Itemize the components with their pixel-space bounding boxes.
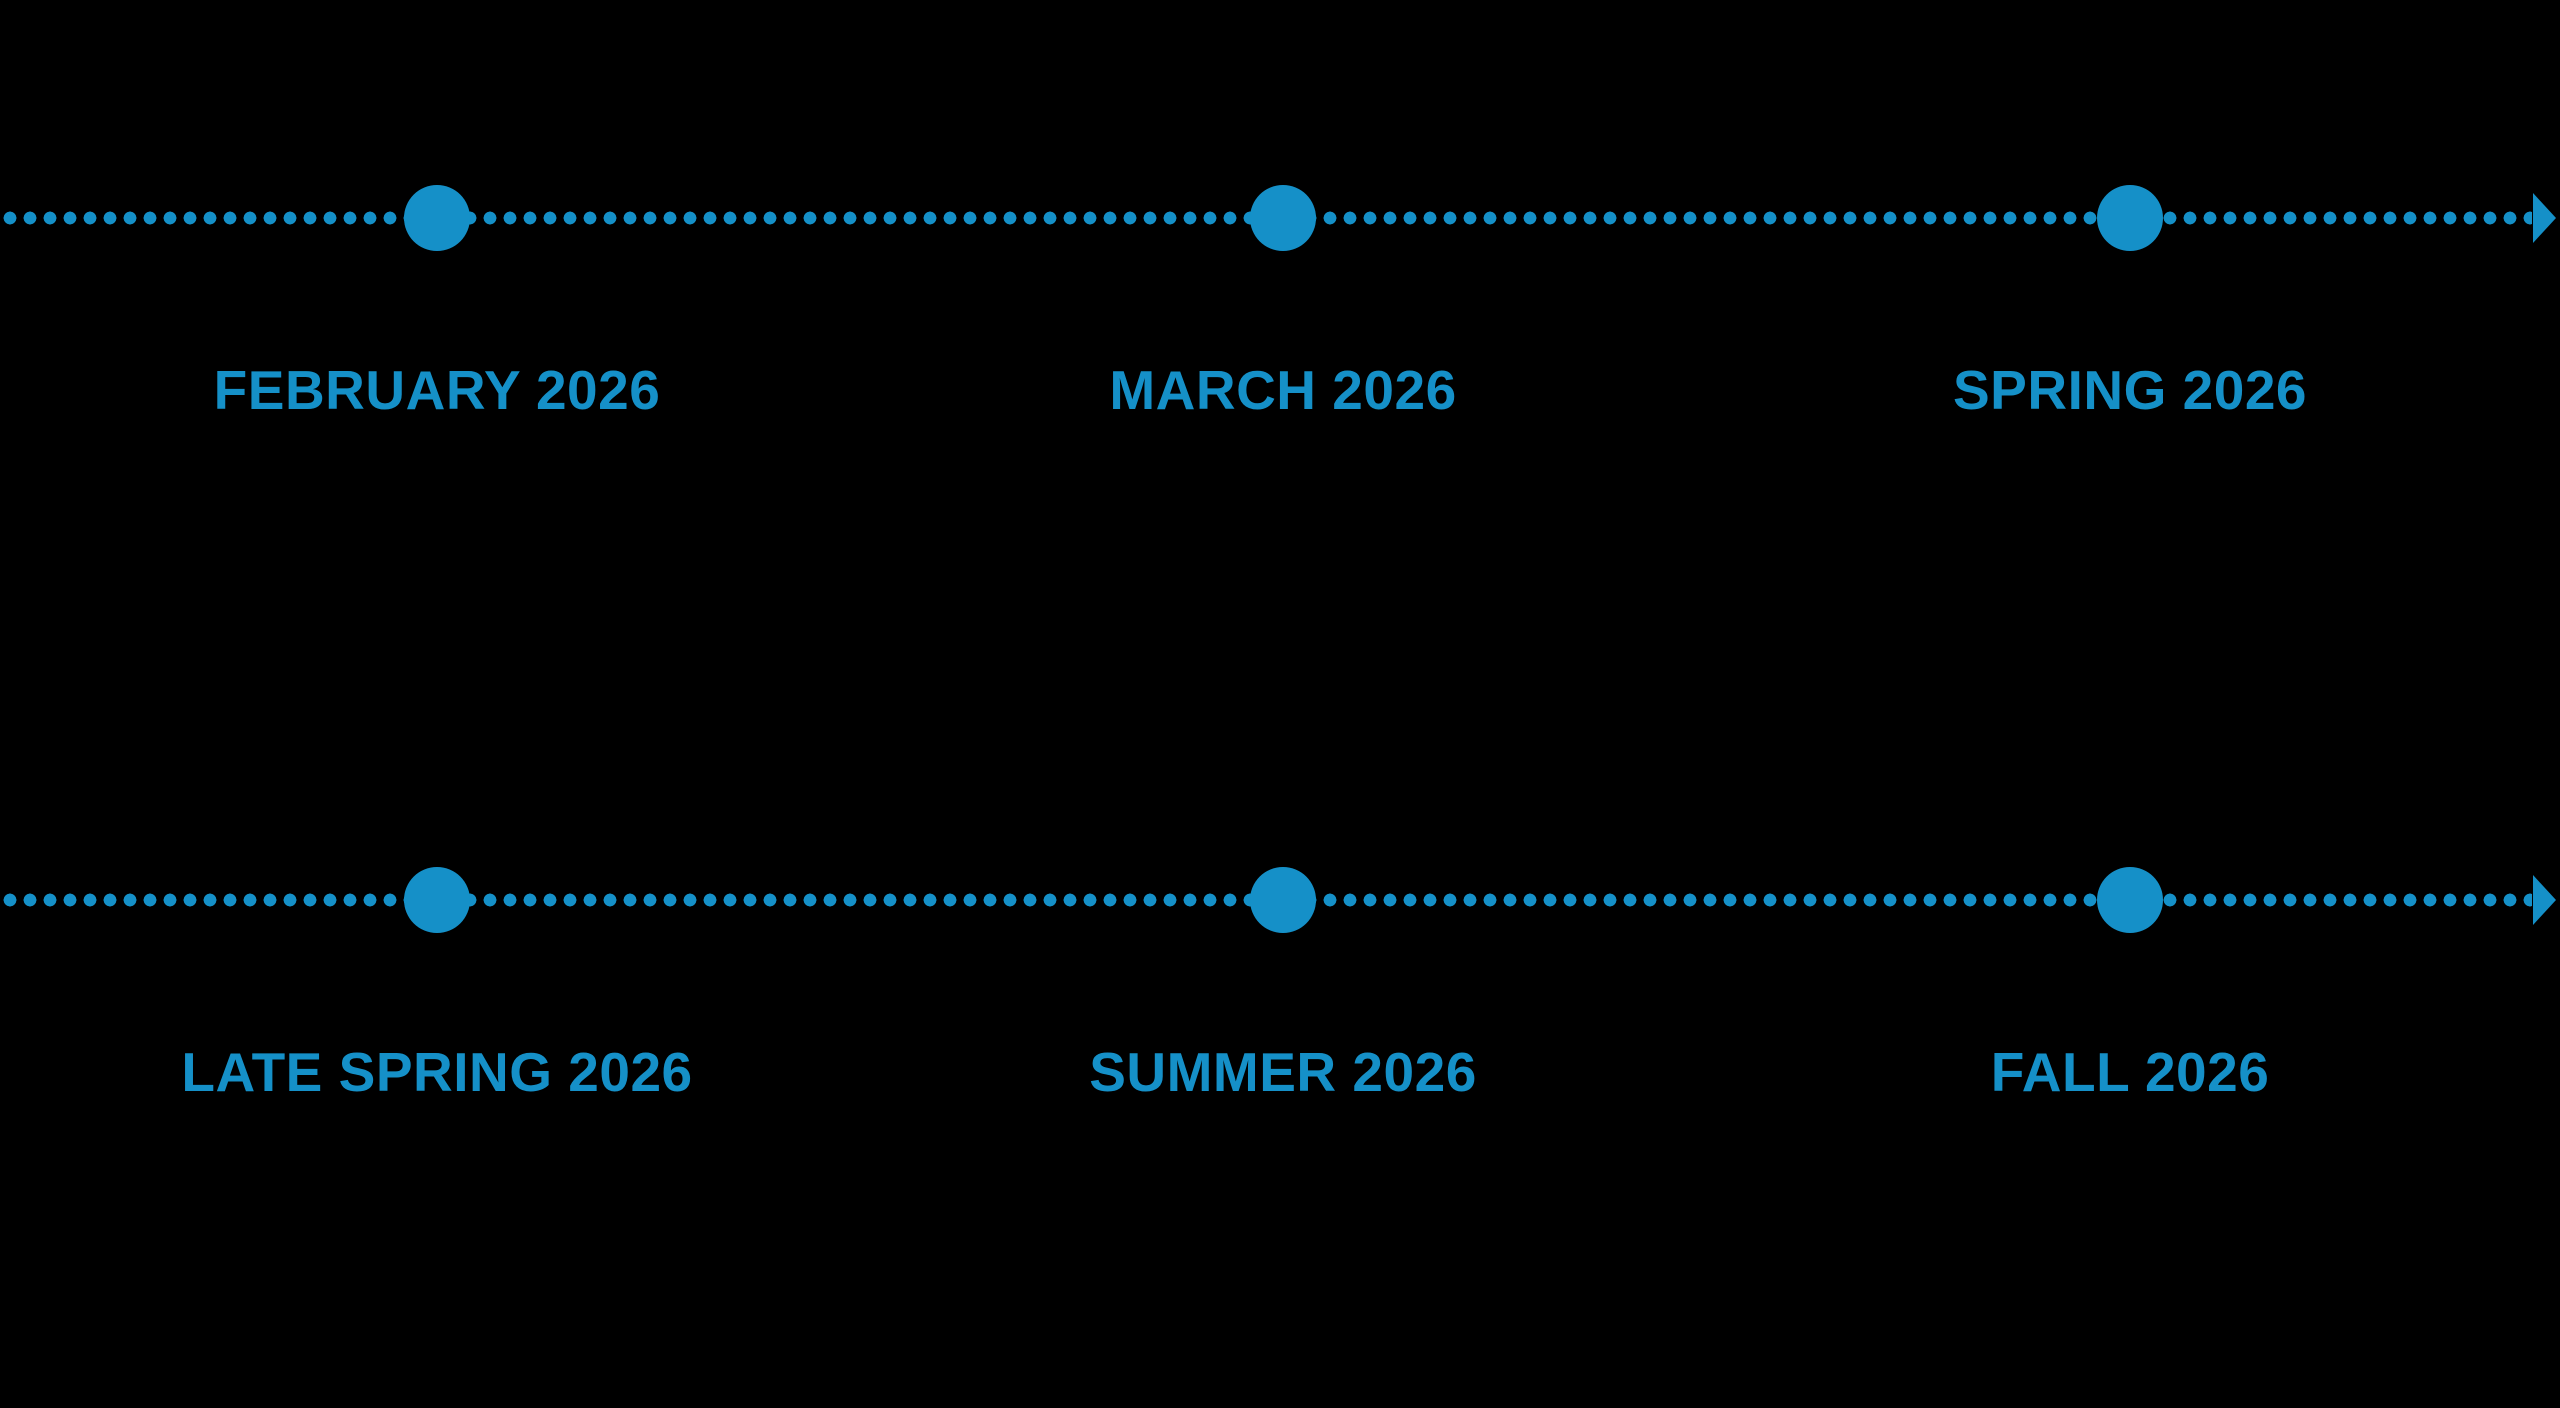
milestone-dot [1250,867,1316,933]
arrow-right-icon [2533,193,2556,243]
milestone-label: SPRING 2026 [1952,359,2308,421]
milestone-label: LATE SPRING 2026 [181,1041,693,1103]
milestone-dot [2097,867,2163,933]
milestone-label: MARCH 2026 [1109,359,1457,421]
milestone-dot [2097,185,2163,251]
milestone-dot [1250,185,1316,251]
arrow-right-icon [2533,875,2556,925]
milestone-label: FALL 2026 [1990,1041,2270,1103]
milestone-label: SUMMER 2026 [1089,1041,1477,1103]
milestone-label: FEBRUARY 2026 [213,359,661,421]
milestone-dot [404,867,470,933]
milestone-dot [404,185,470,251]
